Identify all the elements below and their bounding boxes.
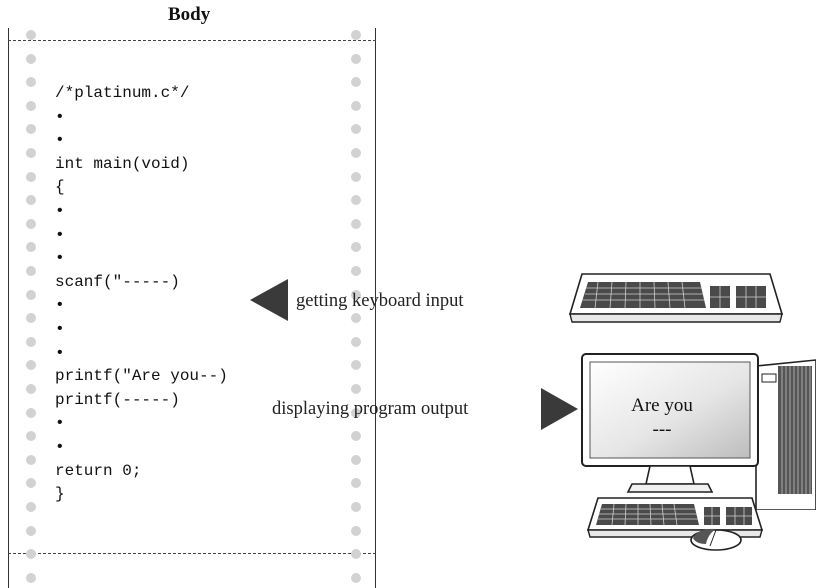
feed-hole [351,360,361,371]
output-label: displaying program output [272,399,469,419]
code-line: • [55,296,65,315]
feed-hole [351,77,361,88]
keyboard-icon [568,273,784,323]
feed-hole [351,502,361,512]
screen-line-1: Are you [631,395,693,416]
feed-hole [351,525,361,536]
feed-hole [351,148,361,158]
input-label: getting keyboard input [296,291,464,311]
feed-hole [351,266,361,276]
feed-hole [351,431,361,442]
feed-hole [26,454,36,465]
feed-hole [26,148,36,158]
feed-hole [26,549,36,560]
feed-hole [351,53,361,64]
feed-hole [26,336,36,347]
feed-hole [351,30,361,40]
bottom-tear-line [8,553,376,554]
keyboard-icon-bottom [586,497,764,538]
feed-hole [351,124,361,135]
feed-hole [351,549,361,560]
top-tear-line [8,40,376,41]
feed-hole [26,360,36,371]
screen-line-2: --- [652,419,672,440]
feed-hole [26,30,36,40]
feed-hole [351,572,361,583]
output-arrow-icon [541,388,578,430]
code-line: • [55,107,65,126]
feed-hole [26,572,36,583]
feed-hole [26,100,36,111]
code-line: • [55,201,65,220]
feed-hole [26,218,36,229]
feed-hole [26,242,36,253]
feed-hole [26,124,36,135]
code-line: • [55,343,65,362]
feed-hole [26,195,36,206]
feed-hole [351,454,361,465]
feed-hole [351,478,361,489]
code-line: printf(-----) [55,390,180,409]
feed-hole [351,313,361,324]
feed-hole [351,100,361,111]
code-line: • [55,131,65,150]
code-line: • [55,414,65,433]
code-line: printf("Are you--) [55,367,228,386]
code-line: int main(void) [55,154,190,173]
feed-hole [26,525,36,536]
monitor-screen-text: Are you --- [598,394,726,442]
code-line: • [55,249,65,268]
code-line: scanf("-----) [55,272,180,291]
paper-right-edge [375,28,376,588]
feed-hole [26,407,36,418]
code-line: • [55,437,65,456]
mouse-icon [690,528,742,551]
feed-hole [351,218,361,229]
code-line: } [55,485,65,504]
feed-hole [351,289,361,300]
code-line: /*platinum.c*/ [55,84,190,102]
feed-hole [26,171,36,182]
feed-hole [351,171,361,182]
code-line: { [55,178,65,197]
feed-hole [26,313,36,324]
feed-hole [26,266,36,276]
desktop-computer-icon [581,353,816,510]
source-code-listing: /*platinum.c*/ • • int main(void) { • • … [55,82,228,507]
diagram-title: Body [168,4,211,25]
input-arrow-icon [250,279,288,321]
paper-left-edge [8,28,9,588]
code-line: • [55,225,65,244]
feed-hole [26,431,36,442]
feed-hole [26,289,36,300]
code-line: return 0; [55,461,142,480]
feed-hole [26,53,36,64]
feed-hole [26,77,36,88]
code-line: • [55,319,65,338]
feed-hole [26,502,36,512]
feed-hole [351,336,361,347]
feed-hole [351,242,361,253]
feed-hole [351,384,361,394]
feed-hole [351,195,361,206]
feed-hole [26,478,36,489]
feed-hole [351,407,361,418]
feed-hole [26,384,36,394]
